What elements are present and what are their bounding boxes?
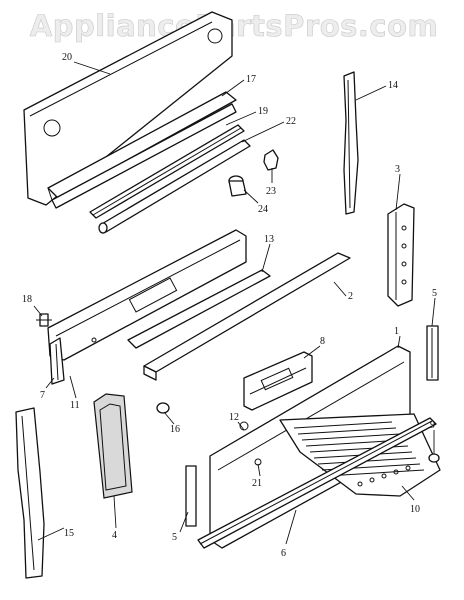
callout-17: 17: [246, 74, 256, 85]
leader-lines: [33, 61, 436, 545]
watermark: AppliancePartsPros.com: [29, 9, 439, 44]
part-19-rail: [89, 124, 245, 219]
callout-3: 3: [395, 164, 400, 175]
part-17-channel: [47, 91, 237, 209]
switch-contact: [405, 465, 411, 471]
part-16-knob: [156, 402, 170, 414]
callout-20: 20: [62, 52, 72, 63]
part-18-connector: [36, 313, 52, 327]
callout-12: 12: [229, 412, 239, 423]
switch-contact: [357, 481, 363, 487]
callout-1: 1: [394, 326, 399, 337]
hatch-line: [297, 427, 397, 435]
part-14-strip: [343, 71, 359, 215]
part-3-bracket: [387, 203, 415, 307]
callout-4: 4: [112, 530, 117, 541]
callout-labels: 20 17 19 22 14 3 23 24 13 2 5 1 8 18 7 1…: [22, 52, 437, 559]
part-8-control: [243, 351, 313, 411]
part-2-trim: [143, 252, 351, 381]
part-5-trim-right: [426, 325, 439, 381]
callout-5-left: 5: [172, 532, 177, 543]
callout-23: 23: [266, 186, 276, 197]
hatch-line: [301, 433, 401, 441]
switch-contact: [381, 473, 387, 479]
part-5-trim-left: [185, 465, 197, 527]
callout-2: 2: [348, 291, 353, 302]
part-20-panel: [23, 11, 233, 206]
callout-6: 6: [281, 548, 286, 559]
hatch-line: [325, 469, 425, 477]
part-15-strip: [15, 407, 45, 579]
part-24-bushing: [228, 175, 247, 197]
callout-7: 7: [40, 390, 45, 401]
part-9-knob: [428, 453, 440, 463]
part-23-clip: [263, 149, 279, 171]
callout-16: 16: [170, 424, 180, 435]
hatch-line: [293, 421, 393, 429]
callout-15: 15: [64, 528, 74, 539]
callout-18: 18: [22, 294, 32, 305]
callout-21: 21: [252, 478, 262, 489]
callout-5-right: 5: [432, 288, 437, 299]
switch-contact: [369, 477, 375, 483]
callout-22: 22: [286, 116, 296, 127]
part-22-rod: [98, 139, 251, 234]
callout-10: 10: [410, 504, 420, 515]
callout-8: 8: [320, 336, 325, 347]
part-4-insulation: [93, 393, 133, 499]
callout-9: 9: [430, 420, 435, 431]
callout-11: 11: [70, 400, 80, 411]
callout-14: 14: [388, 80, 398, 91]
callout-13: 13: [264, 234, 274, 245]
callout-19: 19: [258, 106, 268, 117]
part-6-bottom-trim: [197, 417, 437, 549]
part-13-strip: [127, 269, 271, 349]
part-7-end-bracket: [49, 337, 65, 385]
callout-24: 24: [258, 204, 268, 215]
switch-contact: [393, 469, 399, 475]
